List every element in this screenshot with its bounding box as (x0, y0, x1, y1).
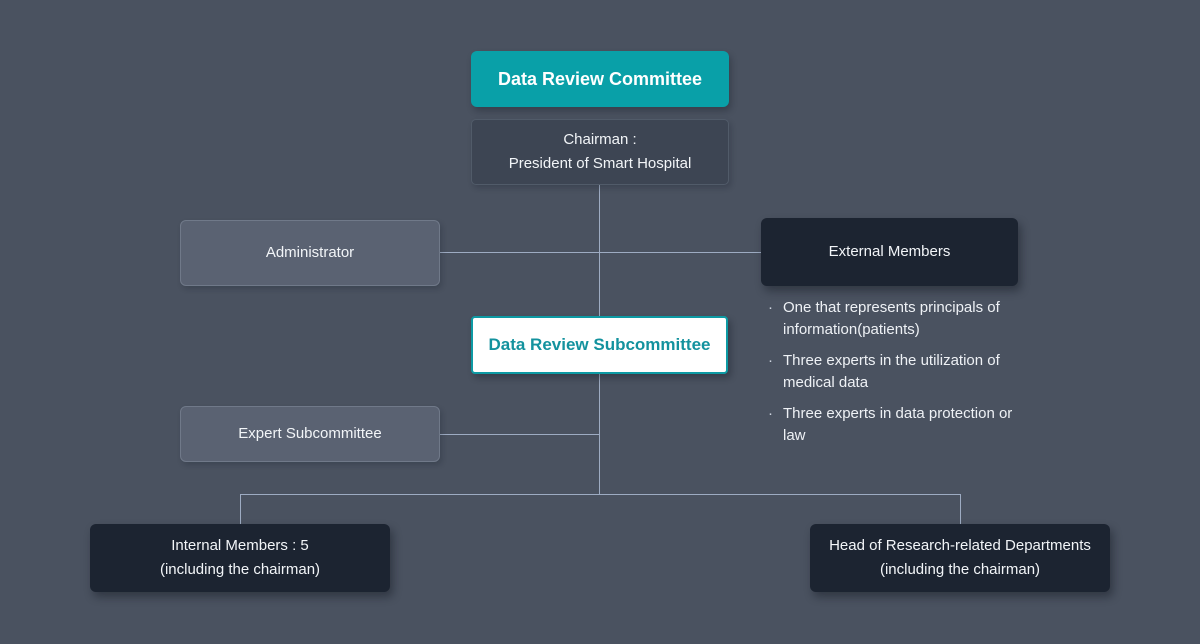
node-data-review-committee: Data Review Committee (471, 51, 729, 107)
node-data-review-subcommittee: Data Review Subcommittee (471, 316, 728, 374)
external-members-bullet-list: · One that represents principals of info… (768, 297, 1020, 456)
bullet-item: · Three experts in the utilization of me… (768, 350, 1020, 394)
bullet-text: Three experts in the utilization of medi… (783, 352, 1000, 391)
internal-line1: Internal Members : 5 (171, 537, 309, 554)
bullet-text: One that represents principals of inform… (783, 299, 1000, 338)
internal-line2: (including the chairman) (159, 561, 321, 578)
research-line1: Head of Research-related Departments (829, 537, 1091, 554)
connector-drop-internal (240, 494, 241, 524)
bullet-marker: · (768, 299, 773, 316)
bullet-marker: · (768, 405, 773, 422)
bullet-item: · Three experts in data protection or la… (768, 403, 1020, 447)
node-internal-members: Internal Members : 5 (including the chai… (90, 524, 390, 592)
node-label: External Members (828, 243, 951, 260)
node-administrator: Administrator (180, 220, 440, 286)
bullet-item: · One that represents principals of info… (768, 297, 1020, 341)
bullet-text: Three experts in data protection or law (783, 405, 1013, 444)
research-line2: (including the chairman) (879, 561, 1041, 578)
chairman-line2: President of Smart Hospital (508, 155, 692, 172)
connector-drop-research (960, 494, 961, 524)
node-chairman: Chairman : President of Smart Hospital (471, 119, 729, 185)
node-expert-subcommittee: Expert Subcommittee (180, 406, 440, 462)
chairman-line1: Chairman : (563, 131, 637, 148)
node-label: Administrator (265, 244, 355, 261)
connector-administrator-external (440, 252, 761, 253)
node-label: Data Review Committee (497, 69, 703, 89)
connector-expert-center (440, 434, 600, 435)
node-external-members: External Members (761, 218, 1018, 286)
bullet-marker: · (768, 352, 773, 369)
node-label: Expert Subcommittee (238, 425, 382, 442)
node-research-departments: Head of Research-related Departments (in… (810, 524, 1110, 592)
connector-bottom-horizontal (240, 494, 961, 495)
node-label: Data Review Subcommittee (488, 335, 711, 354)
